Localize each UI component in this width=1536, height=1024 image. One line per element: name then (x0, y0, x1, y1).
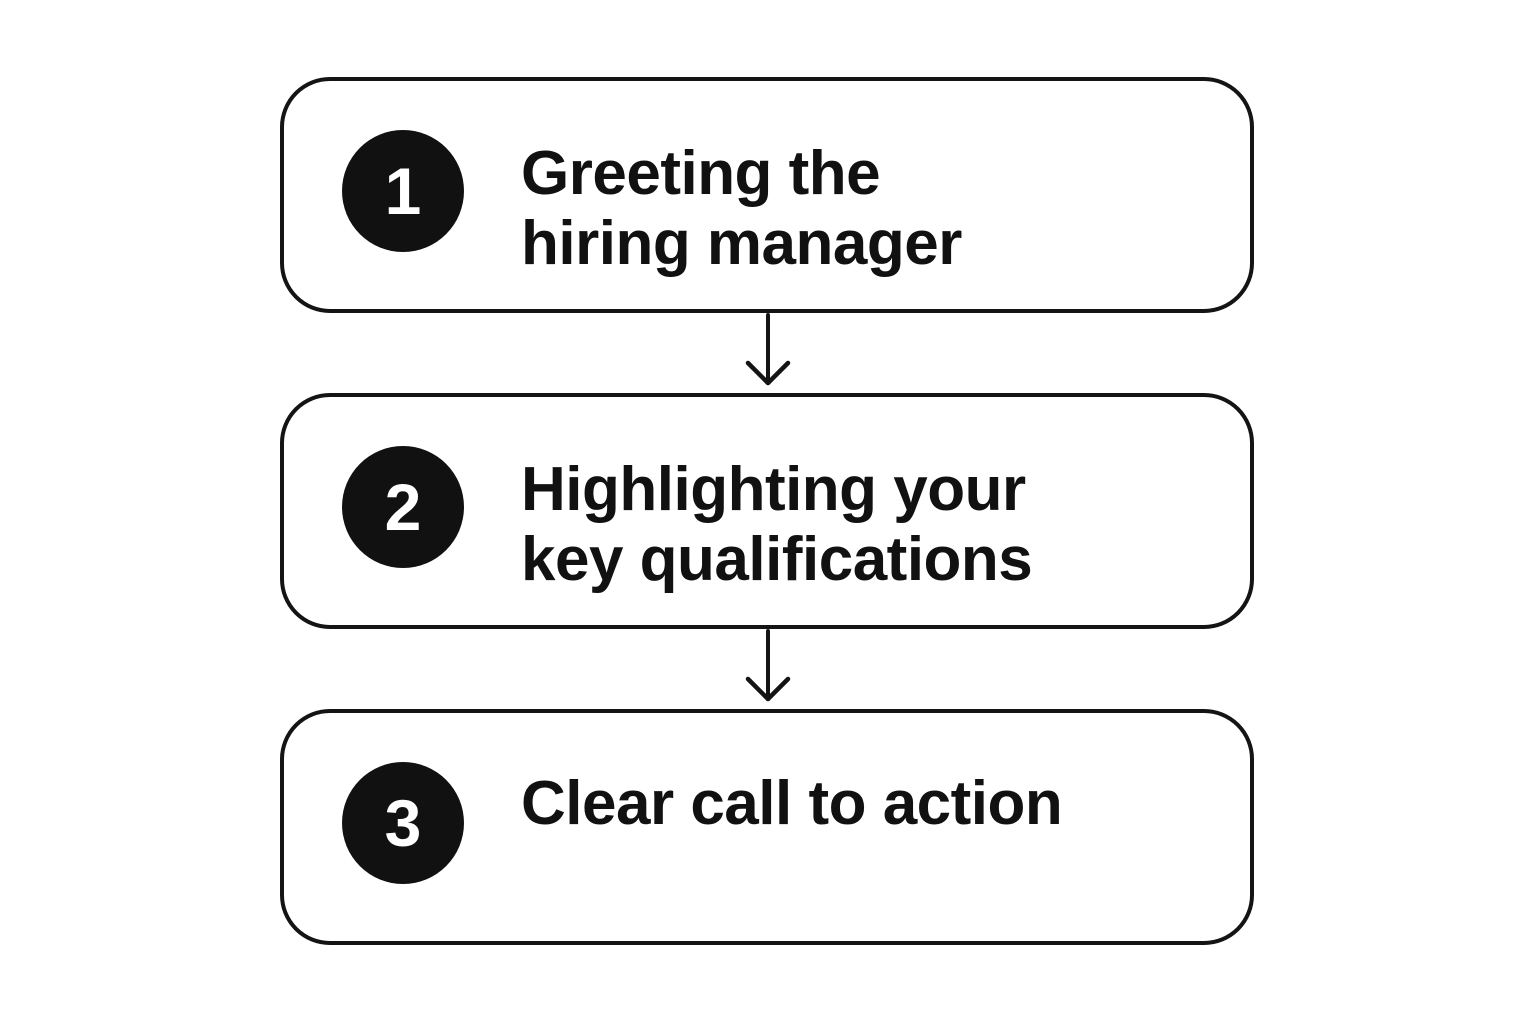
step-box-2: 2 Highlighting your key qualifications (280, 393, 1254, 629)
step-box-3: 3 Clear call to action (280, 709, 1254, 945)
step-number-badge: 1 (342, 130, 464, 252)
step-label: Highlighting your key qualifications (521, 455, 1033, 594)
step-box-1: 1 Greeting the hiring manager (280, 77, 1254, 313)
step-number-badge: 2 (342, 446, 464, 568)
down-arrow-icon (745, 629, 791, 702)
down-arrow-icon (745, 313, 791, 386)
step-number-badge: 3 (342, 762, 464, 884)
step-label: Clear call to action (521, 769, 1063, 838)
step-label: Greeting the hiring manager (521, 139, 962, 278)
